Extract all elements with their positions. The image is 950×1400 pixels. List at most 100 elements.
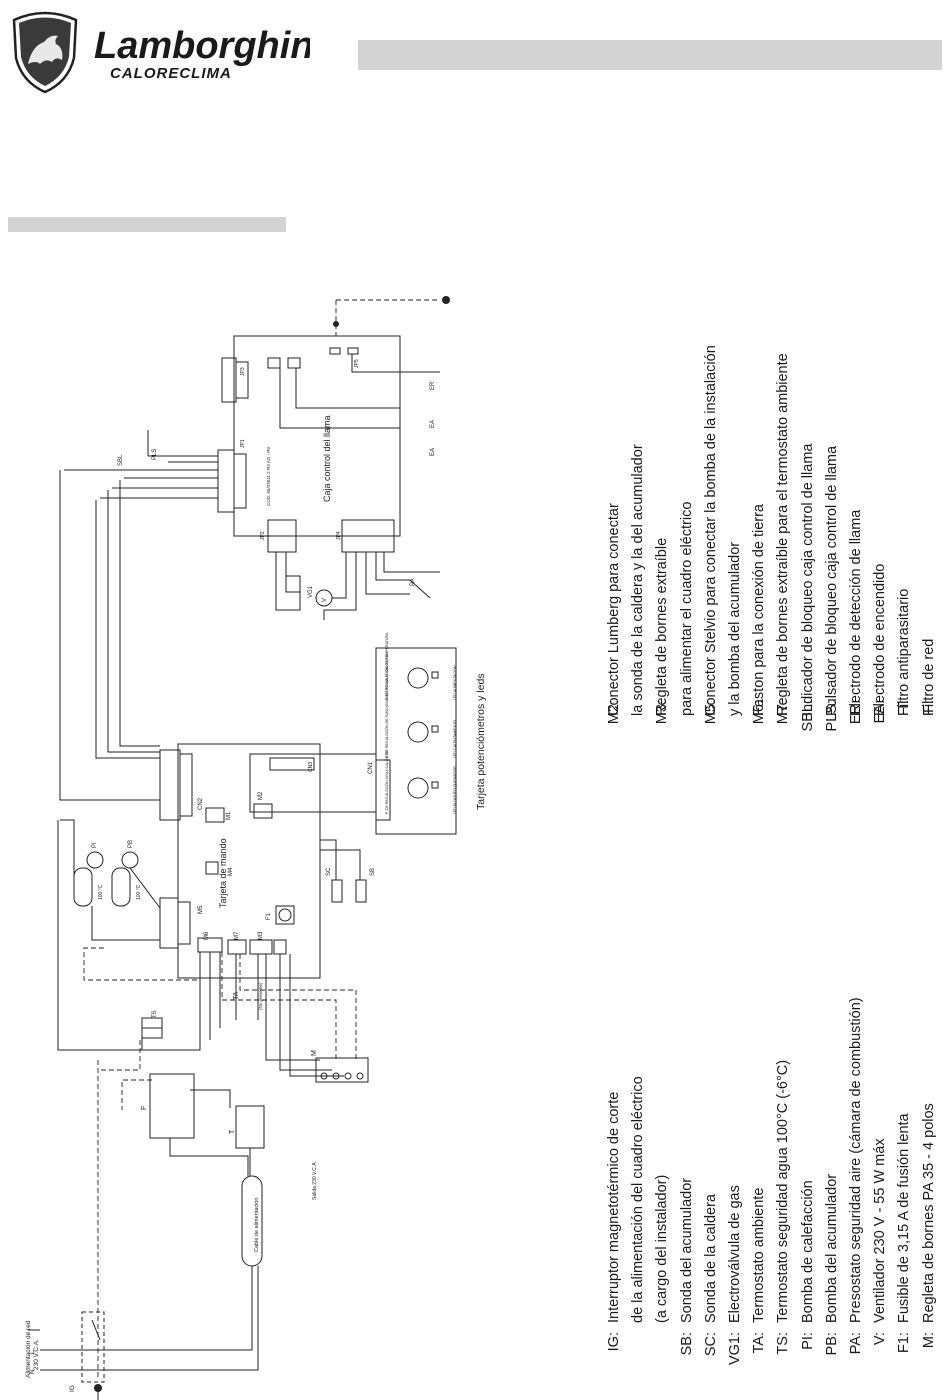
pot-board [375, 647, 457, 835]
legend-text: Electrodo de detección de llama [848, 509, 864, 716]
legend-key: PA: [848, 1332, 864, 1355]
legend-text: Termostato seguridad agua 100°C (-6°C) [775, 1059, 792, 1323]
legend-text: Sonda del acumulador [678, 1177, 695, 1323]
power-voltage: 230 V.C.A. [33, 1339, 40, 1370]
legend-key: SB: [678, 1332, 695, 1356]
led-label-3: LED ALIMENTACIÓN [452, 665, 457, 700]
label-T: T [229, 1129, 236, 1134]
label-TA: TA [233, 991, 240, 1000]
label-PA: PA [410, 578, 416, 586]
legend-text: Regleta de bornes PA 35 - 4 polos [920, 1103, 937, 1323]
label-JP1: JP1 [240, 439, 246, 448]
legend-text: Interruptor magnetotérmico de corte [606, 1091, 622, 1323]
net-filter [149, 1073, 195, 1139]
section-band [8, 217, 286, 232]
legend-text: (a cargo del instalador) [654, 1174, 671, 1323]
led-label-1: LED BLOQUEO QUEMADOR [453, 766, 457, 814]
legend-key: M: [920, 1332, 937, 1349]
label-VG1: VG1 [308, 585, 314, 598]
legend-text: de la alimentación del cuadro eléctrico [630, 1076, 647, 1323]
label-PI: PI [92, 842, 98, 848]
label-M5: M5 [198, 905, 204, 914]
legend-text: Pulsador de bloqueo caja control de llam… [823, 445, 840, 716]
control-board-title: Tarjeta de mando [218, 838, 228, 908]
label-EA-2: EA [430, 448, 436, 456]
legend-text: Termostato ambiente [751, 1187, 768, 1323]
label-JP3: JP3 [240, 367, 246, 376]
label-M3: M3 [258, 931, 264, 940]
legend-key: F1: [896, 1332, 913, 1353]
legend-text: Regleta de bornes extraíble [654, 537, 671, 716]
brand-sub: CALORECLIMA [110, 65, 232, 82]
label-JP4: JP4 [336, 531, 342, 540]
legend-text: Electroválvula de gas [727, 1185, 743, 1323]
legend-key: V: [872, 1332, 889, 1346]
legend-text: Filtro antiparasitario [896, 588, 913, 716]
legend-text: Conector Lumberg para conectar [606, 503, 622, 716]
brand-name: Lamborghini [94, 25, 310, 67]
label-M6: M6 [204, 931, 210, 940]
label-F1: F1 [266, 912, 272, 920]
legend-text: Bomba de calefacción [799, 1180, 816, 1323]
pot-label-3: P. DE REGULACIÓN DE TEMPERATURA [384, 632, 389, 700]
legend-text: para alimentar el cuadro eléctrico [678, 501, 695, 716]
label-hint: (No presente) [258, 982, 263, 1010]
pot-label-1: P. DE REGULACIÓN AGUA CALIENTE [384, 750, 389, 814]
label-CN1: CN1 [368, 761, 374, 774]
legend-key: VG1: [727, 1332, 743, 1366]
brand-logo: Lamborghini CALORECLIMA [10, 8, 326, 96]
label-EA-1: EA [430, 420, 436, 428]
legend-text: Fusible de 3,15 A de fusión lenta [896, 1113, 913, 1323]
flame-control-box [233, 335, 401, 537]
flame-box-code: COD. 65/23011 2 R3 AG - RV [266, 447, 271, 506]
label-M4: M4 [228, 867, 234, 876]
legend-text: y la bomba del acumulador [727, 541, 743, 716]
label-V: V [322, 598, 328, 602]
legend-text: Electrodo de encendido [872, 563, 889, 716]
pot-label-2: P. DE REGULACIÓN DE FUNCIONAMIENTO AGUA … [384, 654, 389, 758]
legend-key: IG: [606, 1332, 622, 1352]
label-SC: SC [326, 867, 332, 876]
label-SBL: SBL [118, 454, 124, 466]
legend-text: la sonda de la caldera y la del acumulad… [630, 444, 647, 716]
power-title: Alimentación de red [25, 1320, 32, 1378]
legend-text: Filtro de red [920, 638, 937, 716]
label-JP5: JP5 [354, 359, 360, 368]
label-F: F [141, 1106, 148, 1110]
legend-text: Indicador de bloqueo caja control de lla… [799, 443, 816, 716]
label-ER: ER [430, 381, 436, 390]
supply-label: Salida 230 V.C.A. [312, 1161, 318, 1200]
wiring-diagram: Alimentación de red 230 V.C.A. L N IG Ca… [25, 296, 487, 1400]
legend-text: Bomba del acumulador [823, 1173, 840, 1323]
legend-key: SC: [702, 1332, 719, 1357]
legend-key: PI: [799, 1332, 816, 1350]
legend-text: Sonda de la caldera [702, 1194, 719, 1323]
legend-text: Conector Stelvio para conectar la bomba … [702, 345, 719, 716]
label-M2: M2 [258, 791, 264, 800]
legend-key: TS: [775, 1332, 792, 1355]
cable-label: Cable de alimentación [254, 1198, 260, 1252]
legend-text: Ventilador 230 V - 55 W máx [872, 1138, 889, 1323]
label-temp2: 100 °C [136, 884, 142, 900]
power-N: N [29, 1369, 36, 1374]
label-TS: TS [152, 1010, 158, 1018]
label-SB: SB [370, 868, 376, 876]
legend-text: Presostato seguridad aire (cámara de com… [848, 997, 864, 1323]
label-CN2: CN2 [198, 797, 204, 810]
label-JP2: JP2 [260, 531, 266, 540]
header-band [358, 40, 942, 70]
label-M1: M1 [226, 811, 232, 820]
control-board [177, 743, 321, 979]
flame-box-title: Caja control del llama [322, 415, 332, 502]
label-temp1: 100 °C [98, 884, 104, 900]
legend-text: Regleta de bornes extraíble para el term… [775, 353, 792, 716]
label-PLS: PLS [152, 449, 158, 460]
label-M: M [311, 1050, 318, 1056]
label-M7: M7 [234, 931, 240, 940]
label-CN3: CN3 [308, 762, 314, 772]
label-PB: PB [128, 840, 134, 848]
legend-text: Faston para la conexión de tierra [751, 504, 768, 716]
power-L: L [29, 1350, 36, 1354]
legend-key: TA: [751, 1332, 768, 1354]
legend-key: PB: [823, 1332, 840, 1356]
